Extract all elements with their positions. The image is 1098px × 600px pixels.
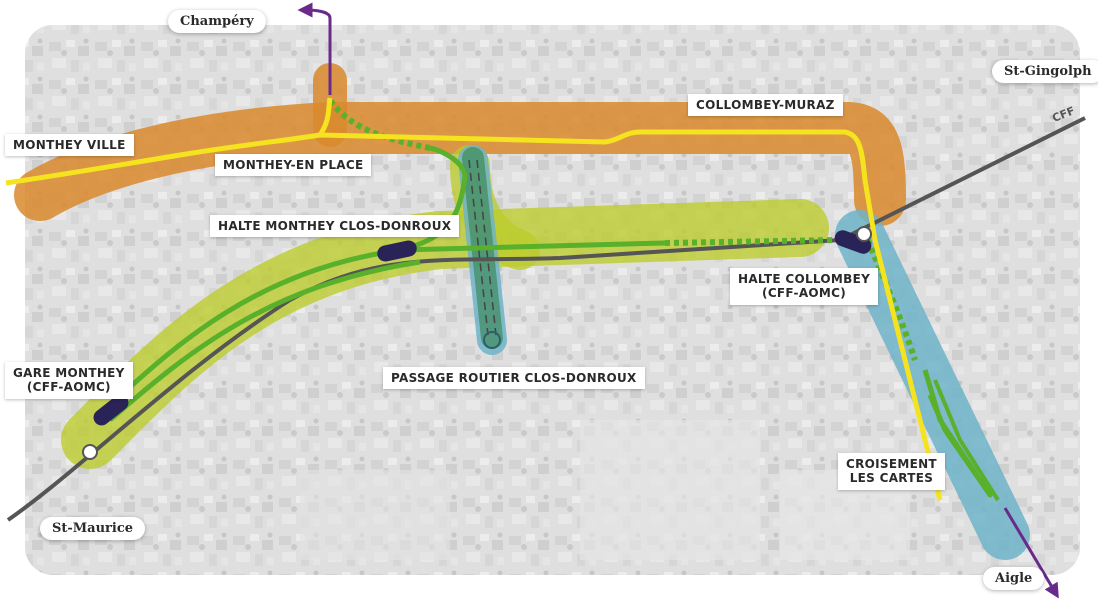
field-patch bbox=[300, 470, 450, 560]
label-croisement: CROISEMENT LES CARTES bbox=[838, 453, 945, 490]
station-clos-donroux bbox=[377, 240, 417, 262]
arrow-aigle bbox=[1003, 507, 1059, 599]
label-gare-monthey: GARE MONTHEY (CFF-AOMC) bbox=[5, 362, 133, 399]
label-halte-collombey: HALTE COLLOMBEY (CFF-AOMC) bbox=[730, 268, 879, 305]
label-croisement-line2: LES CARTES bbox=[849, 471, 934, 486]
dest-champery: Champéry bbox=[168, 10, 266, 33]
arrow-champery bbox=[297, 2, 332, 95]
yellow-road-line bbox=[5, 97, 943, 501]
green-line-inner bbox=[108, 259, 421, 422]
label-halte-clos-donroux: HALTE MONTHEY CLOS-DONROUX bbox=[210, 215, 460, 238]
label-gare-monthey-line2: (CFF-AOMC) bbox=[26, 380, 111, 395]
label-halte-collombey-line2: (CFF-AOMC) bbox=[762, 286, 847, 301]
label-croisement-line1: CROISEMENT bbox=[846, 457, 937, 471]
green-line-outer bbox=[103, 240, 666, 412]
green-line-dashed-monthey bbox=[327, 98, 431, 151]
label-collombey-muraz: COLLOMBEY-MURAZ bbox=[688, 94, 843, 117]
node-collombey bbox=[856, 226, 872, 242]
label-halte-collombey-line1: HALTE COLLOMBEY bbox=[738, 272, 871, 286]
label-gare-monthey-line1: GARE MONTHEY bbox=[13, 366, 125, 380]
field-patch bbox=[580, 420, 760, 560]
green-line-clos-donroux bbox=[399, 145, 468, 253]
station-collombey bbox=[834, 230, 872, 254]
green-line-croisement-2 bbox=[933, 379, 1000, 502]
label-monthey-ville: MONTHEY VILLE bbox=[5, 134, 134, 157]
node-st-maurice-side bbox=[82, 444, 98, 460]
station-gare-monthey bbox=[93, 394, 129, 426]
dest-aigle: Aigle bbox=[983, 567, 1045, 590]
label-passage-routier: PASSAGE ROUTIER CLOS-DONROUX bbox=[383, 367, 645, 390]
dest-st-maurice: St-Maurice bbox=[40, 517, 146, 540]
dest-st-gingolph: St-Gingolph bbox=[992, 60, 1098, 83]
green-line-dashed bbox=[664, 237, 841, 246]
node-clos-donroux-end bbox=[483, 331, 501, 349]
green-line-croisement bbox=[922, 369, 993, 498]
label-monthey-en-place: MONTHEY-EN PLACE bbox=[215, 154, 372, 177]
underpass-dashes bbox=[468, 159, 497, 336]
